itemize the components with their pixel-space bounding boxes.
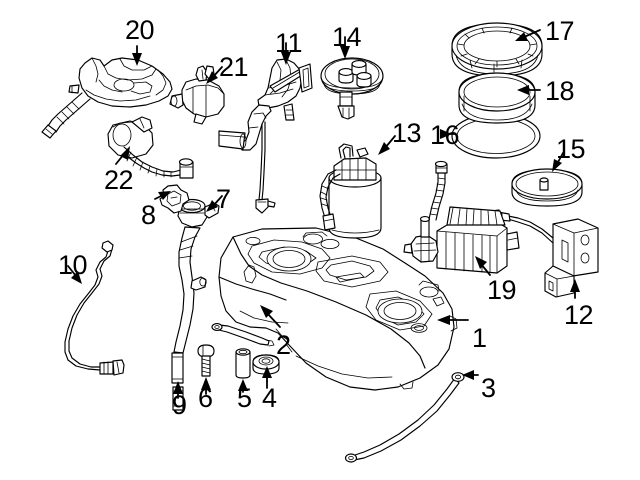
callout-number-15: 15 — [556, 134, 586, 164]
part-tank-strap-rear — [344, 372, 465, 463]
part-retainer-ring — [458, 72, 536, 124]
part-filler-hose-clamp — [171, 352, 184, 411]
leader-18 — [517, 85, 541, 95]
leader-19 — [475, 256, 491, 276]
leader-13 — [378, 135, 396, 155]
callout-number-18: 18 — [545, 76, 575, 106]
callout-number-22: 22 — [104, 165, 134, 195]
callout-number-17: 17 — [545, 16, 575, 46]
leader-2 — [260, 305, 281, 328]
callout-number-12: 12 — [564, 300, 594, 330]
leader-8 — [154, 191, 171, 200]
leader-9 — [173, 381, 183, 399]
part-mounting-bolt — [197, 344, 215, 377]
callout-number-16: 16 — [430, 120, 460, 150]
leader-4 — [262, 366, 272, 389]
callout-number-7: 7 — [216, 184, 231, 214]
callout-number-11: 11 — [275, 28, 303, 58]
leader-16 — [440, 129, 456, 139]
callout-number-13: 13 — [392, 118, 422, 148]
callout-number-8: 8 — [141, 200, 156, 230]
part-fuel-pump-bracket — [218, 58, 313, 214]
part-fuel-tank — [218, 227, 458, 391]
callout-number-19: 19 — [487, 275, 517, 305]
leader-3 — [462, 370, 479, 380]
part-access-cover — [511, 168, 583, 207]
callout-number-1: 1 — [472, 323, 487, 353]
leader-15 — [552, 152, 564, 172]
leader-7 — [206, 195, 223, 212]
part-fuel-line — [64, 240, 125, 376]
callout-number-2: 2 — [276, 330, 291, 360]
leader-12 — [570, 279, 580, 299]
callout-number-10: 10 — [58, 250, 88, 280]
part-fuel-filler-neck — [171, 198, 220, 411]
leader-10 — [67, 265, 82, 284]
callout-number-9: 9 — [172, 390, 187, 420]
callout-number-14: 14 — [332, 22, 362, 52]
part-heat-shield — [41, 57, 173, 139]
part-filler-hose — [107, 116, 194, 179]
leader-11 — [281, 42, 291, 65]
part-lock-ring — [451, 22, 543, 77]
callout-number-20: 20 — [125, 15, 155, 45]
callout-number-4: 4 — [262, 383, 277, 413]
part-bushing-spacer — [235, 348, 251, 379]
leader-5 — [238, 379, 248, 393]
part-vapor-canister — [403, 160, 520, 274]
callout-number-3: 3 — [481, 373, 496, 403]
part-fuel-pump-flange — [320, 57, 384, 120]
leader-1 — [437, 315, 469, 325]
callout-number-21: 21 — [219, 52, 249, 82]
leader-6 — [201, 377, 211, 395]
leader-22 — [115, 146, 130, 165]
part-grommet — [252, 354, 280, 375]
part-tank-strap-front — [211, 323, 275, 347]
part-fuel-filter — [319, 143, 382, 239]
part-purge-valve — [169, 65, 225, 125]
leader-14 — [340, 36, 350, 59]
leader-21 — [206, 66, 223, 84]
callout-number-5: 5 — [237, 383, 252, 413]
leader-17 — [515, 29, 541, 41]
leader-20 — [132, 45, 142, 66]
callout-number-6: 6 — [198, 383, 213, 413]
